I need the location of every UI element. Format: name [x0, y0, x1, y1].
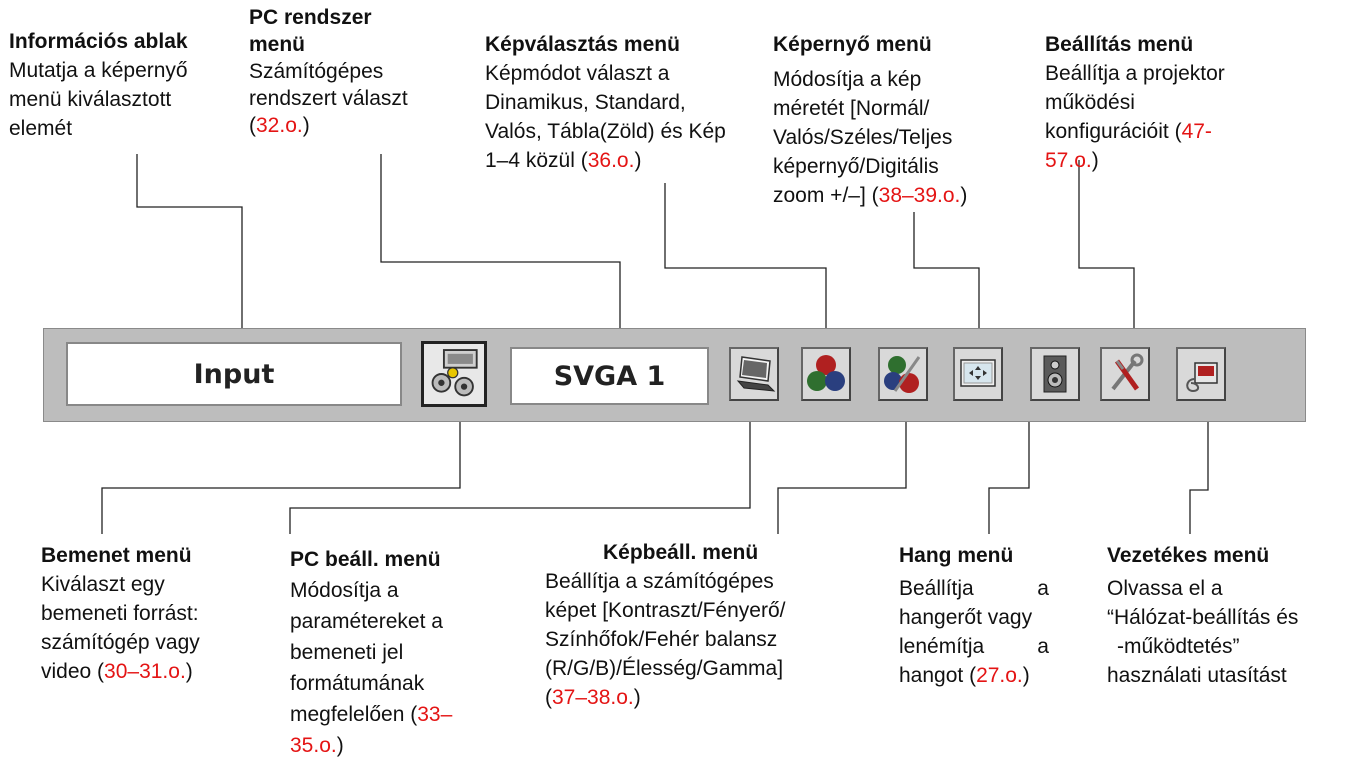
input-menu-button[interactable]	[421, 341, 487, 407]
pc-adjust-icon	[736, 356, 776, 392]
callout-title: Információs ablak	[9, 30, 188, 53]
callout-line-ref: 35.o.)	[290, 734, 344, 757]
page-reference: 37–38.o.	[552, 686, 634, 709]
callout-line-ref: zoom +/–] (38–39.o.)	[773, 184, 968, 207]
callout-title: Hang menü	[899, 544, 1014, 567]
callout-line: Módosítja a kép	[773, 68, 922, 91]
callout-title: Bemenet menü	[41, 544, 192, 567]
callout-line: “Hálózat-beállítás és	[1107, 606, 1299, 629]
callout-line: Színhőfok/Fehér balansz	[545, 628, 778, 651]
callout-line: Képmódot választ a	[485, 62, 670, 85]
callout-line-ref: 1–4 közül (36.o.)	[485, 149, 642, 172]
callout-pc-adjust: PC beáll. menü Módosítja a paramétereket…	[290, 544, 490, 761]
callout-input: Bemenet menü Kiválaszt egy bemeneti forr…	[41, 541, 241, 686]
page-reference-cont: 35.o.	[290, 734, 337, 757]
callout-line-ref: konfigurációit (47-	[1045, 120, 1212, 143]
screen-icon	[960, 359, 996, 387]
page-reference: 30–31.o.	[104, 660, 186, 683]
callout-line-ref: (32.o.)	[249, 114, 310, 137]
image-adjust-menu-button[interactable]	[878, 347, 928, 401]
screen-menu-button[interactable]	[953, 347, 1003, 401]
callout-line: Módosítja a	[290, 579, 399, 602]
callout-line: bemeneti jel	[290, 641, 404, 664]
callout-title: Képernyő menü	[773, 33, 932, 56]
image-select-icon	[807, 355, 845, 391]
input-icon	[431, 349, 478, 397]
setting-icon	[1111, 353, 1144, 391]
sound-icon	[1043, 355, 1067, 393]
callout-line: Beállítja a számítógépes	[545, 570, 774, 593]
callout-line: -működtetés”	[1117, 635, 1240, 658]
callout-title-line2: menü	[249, 33, 306, 56]
callout-pc-system: PC rendszer menü Számítógépes rendszert …	[249, 4, 459, 139]
image-select-menu-button[interactable]	[801, 347, 851, 401]
callout-line: hangerőt vagy	[899, 606, 1033, 629]
pc-system-text: SVGA 1	[553, 360, 666, 392]
callout-line: lenémítja a	[899, 635, 1049, 658]
callout-title: Beállítás menü	[1045, 33, 1194, 56]
callout-line-ref: (37–38.o.)	[545, 686, 641, 709]
callout-line: számítógép vagy	[41, 631, 200, 654]
callout-network: Vezetékes menü Olvassa el a “Hálózat-beá…	[1107, 541, 1362, 690]
page-reference: 36.o.	[587, 149, 635, 172]
pc-system-window[interactable]: SVGA 1	[510, 347, 709, 405]
callout-line: rendszert választ	[249, 87, 408, 110]
callout-line-ref: video (30–31.o.)	[41, 660, 193, 683]
callout-line: Beállítja a projektor	[1045, 62, 1225, 85]
callout-line: Számítógépes	[249, 60, 384, 83]
callout-line: méretét [Normál/	[773, 97, 930, 120]
callout-line-ref: hangot (27.o.)	[899, 664, 1030, 687]
callout-line: (R/G/B)/Élesség/Gamma]	[545, 657, 784, 680]
pc-adjust-menu-button[interactable]	[729, 347, 779, 401]
callout-line: Valós/Széles/Teljes	[773, 126, 953, 149]
page-reference: 27.o.	[976, 664, 1023, 687]
callout-line-ref: megfelelően (33–	[290, 703, 453, 726]
info-window-text: Input	[193, 358, 275, 390]
callout-line: képet [Kontraszt/Fényerő/	[545, 599, 786, 622]
callout-line: használati utasítást	[1107, 664, 1287, 687]
callout-title: Vezetékes menü	[1107, 544, 1270, 567]
callout-line: bemeneti forrást:	[41, 602, 199, 625]
callout-title: Képbeáll. menü	[603, 541, 759, 564]
callout-line: elemét	[9, 117, 73, 140]
callout-line: paramétereket a	[290, 610, 443, 633]
info-window: Input	[66, 342, 402, 406]
callout-line: működési	[1045, 91, 1135, 114]
callout-line-ref: 57.o.)	[1045, 149, 1099, 172]
setting-menu-button[interactable]	[1100, 347, 1150, 401]
callout-sound: Hang menü Beállítja a hangerőt vagy lené…	[899, 541, 1049, 690]
callout-line: Dinamikus, Standard,	[485, 91, 686, 114]
callout-image-adjust: Képbeáll. menü Beállítja a számítógépes …	[545, 538, 845, 712]
callout-title: PC beáll. menü	[290, 548, 441, 571]
callout-info-window: Információs ablak Mutatja a képernyő men…	[9, 27, 229, 143]
page-reference: 33–	[417, 703, 453, 726]
page-reference: 32.o.	[256, 114, 303, 137]
callout-screen: Képernyő menü Módosítja a kép méretét [N…	[773, 30, 1023, 210]
callout-title: PC rendszer	[249, 6, 372, 29]
callout-line: Valós, Tábla(Zöld) és Kép	[485, 120, 726, 143]
network-menu-button[interactable]	[1176, 347, 1226, 401]
page-reference: 47-	[1181, 120, 1212, 143]
network-icon	[1186, 362, 1218, 393]
image-adjust-icon	[884, 356, 921, 393]
callout-line: Mutatja a képernyő	[9, 59, 188, 82]
callout-image-select: Képválasztás menü Képmódot választ a Din…	[485, 30, 755, 175]
page-reference: 38–39.o.	[878, 184, 961, 207]
callout-line: Olvassa el a	[1107, 577, 1223, 600]
sound-menu-button[interactable]	[1030, 347, 1080, 401]
callout-line: képernyő/Digitális	[773, 155, 939, 178]
page-reference-cont: 57.o.	[1045, 149, 1092, 172]
callout-line: menü kiválasztott	[9, 88, 172, 111]
callout-line: Beállítja a	[899, 577, 1049, 600]
callout-setting: Beállítás menü Beállítja a projektor műk…	[1045, 30, 1285, 175]
callout-line: Kiválaszt egy	[41, 573, 165, 596]
callout-title: Képválasztás menü	[485, 33, 680, 56]
callout-line: formátumának	[290, 672, 425, 695]
